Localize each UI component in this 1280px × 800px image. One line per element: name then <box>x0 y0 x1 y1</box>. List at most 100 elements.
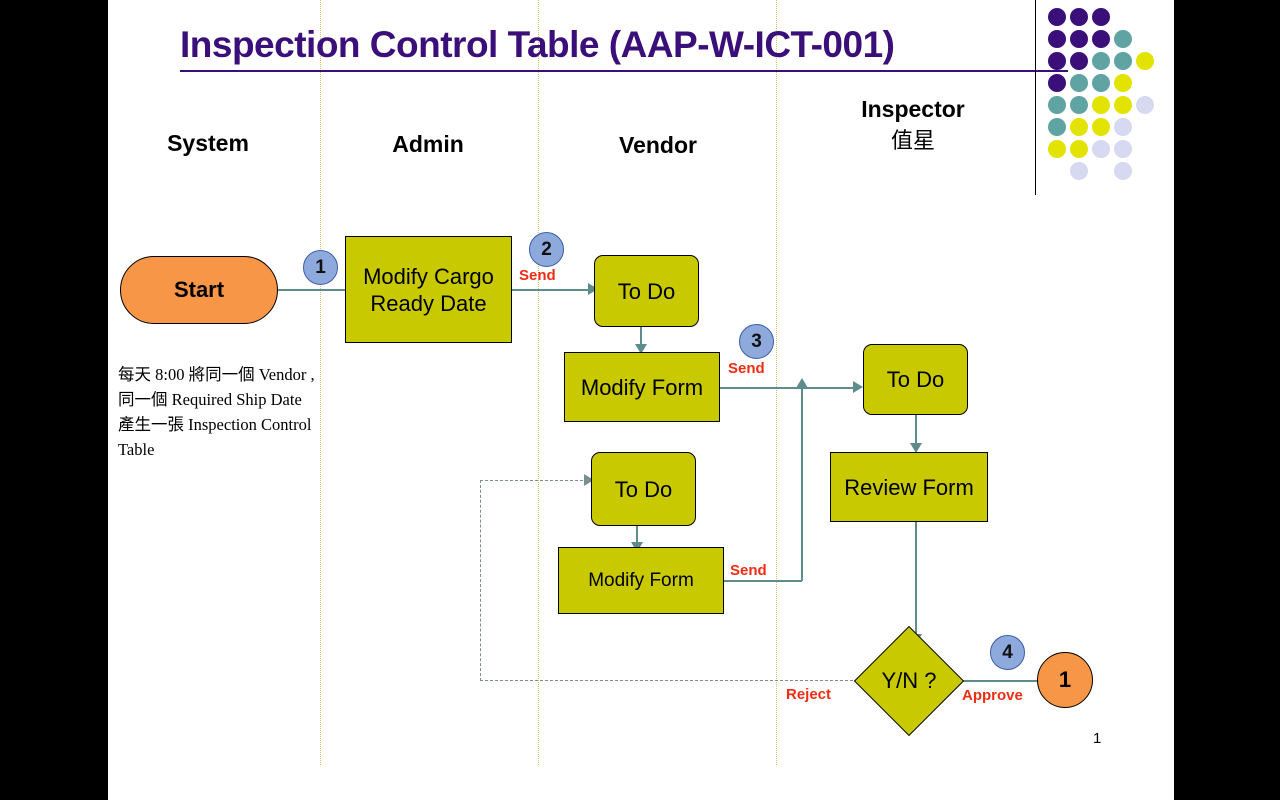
node-modify-form-1[interactable]: Modify Form <box>564 352 720 422</box>
page-title: Inspection Control Table (AAP-W-ICT-001) <box>180 24 895 65</box>
decor-dot <box>1114 118 1132 136</box>
connector-reject-horizontal-bottom <box>480 680 878 681</box>
decor-dot <box>1048 52 1066 70</box>
lane-header-admin: Admin <box>348 131 508 158</box>
lane-header-vendor: Vendor <box>568 132 748 159</box>
lane-divider-vendor-inspector <box>776 0 777 765</box>
node-modify-cargo-ready-date-label: Modify Cargo Ready Date <box>363 263 494 316</box>
slide-canvas: Inspection Control Table (AAP-W-ICT-001)… <box>108 0 1174 800</box>
connector-modify-to-todo1 <box>512 289 590 291</box>
connector-reject-horizontal-top <box>480 480 588 481</box>
decor-dot <box>1114 162 1132 180</box>
arrowhead-to-reviewform <box>910 443 922 453</box>
connector-reviewform-to-decision <box>915 522 917 642</box>
decor-dot <box>1136 52 1154 70</box>
edge-label-send-2: Send <box>728 360 765 377</box>
decor-dot <box>1048 8 1066 26</box>
node-modify-form-2-label: Modify Form <box>588 570 694 591</box>
connector-reject-vertical <box>480 480 481 681</box>
decor-dot <box>1070 162 1088 180</box>
node-end-connector[interactable]: 1 <box>1037 652 1093 708</box>
connector-start-to-modify <box>278 289 348 291</box>
decor-dot <box>1092 96 1110 114</box>
decor-dot <box>1114 96 1132 114</box>
decor-dot <box>1114 140 1132 158</box>
lane-header-inspector: Inspector 值星 <box>818 96 1008 155</box>
lane-header-vendor-label: Vendor <box>619 132 697 158</box>
edge-label-reject: Reject <box>786 686 832 703</box>
badge-step-3-label: 3 <box>751 330 762 352</box>
node-end-connector-label: 1 <box>1058 667 1072 692</box>
node-todo-vendor-2[interactable]: To Do <box>591 452 696 526</box>
decor-dot <box>1070 118 1088 136</box>
badge-step-4[interactable]: 4 <box>990 635 1025 670</box>
badge-step-2-label: 2 <box>541 238 552 260</box>
node-modify-form-1-label: Modify Form <box>580 374 704 400</box>
badge-step-3[interactable]: 3 <box>739 324 774 359</box>
node-start-label: Start <box>173 277 225 302</box>
decor-dot <box>1114 52 1132 70</box>
header-divider-line <box>1035 0 1036 195</box>
decor-dot <box>1114 74 1132 92</box>
connector-todo2-to-modifyform2 <box>636 526 638 550</box>
page-number: 1 <box>1093 730 1102 747</box>
node-modify-cargo-ready-date[interactable]: Modify Cargo Ready Date <box>345 236 512 343</box>
arrowhead-to-modifyform1 <box>635 344 647 354</box>
decor-dot <box>1092 30 1110 48</box>
decor-dot <box>1070 140 1088 158</box>
decor-dot <box>1048 30 1066 48</box>
node-todo-vendor-1-label: To Do <box>617 278 676 304</box>
decor-dot <box>1114 30 1132 48</box>
node-decision-yn[interactable]: Y/N ? <box>853 625 965 737</box>
lane-header-inspector-label: Inspector <box>861 96 965 122</box>
decor-dot <box>1070 74 1088 92</box>
node-todo-inspector-label: To Do <box>886 367 945 392</box>
node-review-form-label: Review Form <box>844 474 974 500</box>
arrowhead-to-todo1 <box>588 283 598 295</box>
edge-label-approve: Approve <box>962 687 1023 704</box>
decor-dot <box>1070 8 1088 26</box>
badge-step-1[interactable]: 1 <box>303 250 338 285</box>
arrowhead-to-todoinspector <box>853 381 863 393</box>
lane-header-system-label: System <box>167 130 249 156</box>
decor-dot <box>1048 140 1066 158</box>
lane-divider-system-admin <box>320 0 321 765</box>
node-review-form[interactable]: Review Form <box>830 452 988 522</box>
connector-todo1-to-modifyform1 <box>640 327 642 352</box>
decor-dot <box>1092 52 1110 70</box>
lane-header-system: System <box>118 130 298 157</box>
connector-decision-to-end <box>953 680 1045 682</box>
badge-step-1-label: 1 <box>315 256 326 278</box>
arrowhead-modifyform2-merge <box>796 378 808 388</box>
decor-dot <box>1048 74 1066 92</box>
annotation-note: 每天 8:00 將同一個 Vendor , 同一個 Required Ship … <box>118 365 315 459</box>
node-todo-vendor-2-label: To Do <box>614 476 673 502</box>
node-decision-yn-label: Y/N ? <box>881 668 937 693</box>
decor-dot <box>1070 96 1088 114</box>
edge-label-send-3: Send <box>730 562 767 579</box>
decor-dot <box>1136 96 1154 114</box>
node-todo-inspector[interactable]: To Do <box>863 344 968 415</box>
connector-modifyform1-to-todoinspector <box>720 387 858 389</box>
decor-dot <box>1070 52 1088 70</box>
decor-dot <box>1048 118 1066 136</box>
lane-header-inspector-sublabel: 值星 <box>890 128 935 153</box>
lane-header-admin-label: Admin <box>392 131 464 157</box>
decor-dot <box>1048 96 1066 114</box>
connector-modifyform2-right <box>724 580 802 582</box>
node-start[interactable]: Start <box>120 256 278 324</box>
arrowhead-reject-to-todo2 <box>584 474 594 486</box>
decor-dot <box>1092 8 1110 26</box>
connector-todoinspector-to-reviewform <box>915 415 917 451</box>
title-underline <box>180 70 1068 72</box>
node-todo-vendor-1[interactable]: To Do <box>594 255 699 327</box>
badge-step-4-label: 4 <box>1002 641 1013 663</box>
decorative-dot-matrix <box>1048 8 1168 188</box>
edge-label-send-1: Send <box>519 267 556 284</box>
lane-divider-admin-vendor <box>538 0 539 765</box>
node-modify-form-2[interactable]: Modify Form <box>558 547 724 614</box>
decor-dot <box>1092 140 1110 158</box>
connector-modifyform2-up <box>801 387 803 581</box>
decor-dot <box>1070 30 1088 48</box>
badge-step-2[interactable]: 2 <box>529 232 564 267</box>
